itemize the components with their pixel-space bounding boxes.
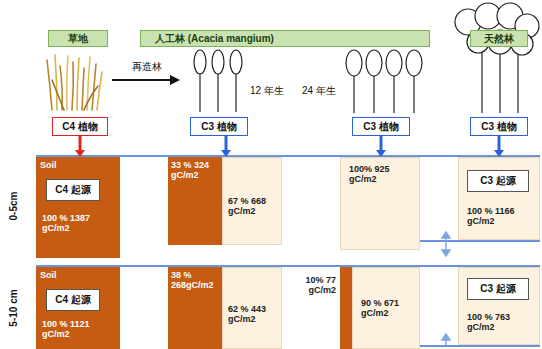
box-label: 人工林 (Acacia mangium) xyxy=(155,33,274,45)
flow-arrow xyxy=(221,136,231,157)
box-label: C3 起源 xyxy=(480,175,516,187)
c3-carbon-box: 100% 925 gC/m2 xyxy=(340,157,420,250)
process-label: 再造林 xyxy=(132,60,162,74)
flow-arrow xyxy=(376,136,386,157)
c4-carbon-strip: 10% 77 gC/m2 xyxy=(340,267,352,349)
plantation-band: 人工林 (Acacia mangium) xyxy=(140,30,430,47)
origin-box: C4 起源 xyxy=(46,179,100,201)
soil-carbon-box: Soil 100 % 1387 gC/m2 C4 起源 xyxy=(36,157,120,258)
plant-type-box: C4 植物 xyxy=(52,117,108,136)
arrow-shaft xyxy=(79,136,82,150)
reforestation-arrow xyxy=(112,75,180,85)
older-trees xyxy=(346,50,422,113)
origin-box: C4 起源 xyxy=(46,289,100,311)
c3-carbon-box: 100 % 763 gC/m2 C3 起源 xyxy=(458,267,540,345)
value-text: 62 % 443 gC/m2 xyxy=(228,304,280,325)
value-text: 100 % 1166 gC/m2 xyxy=(467,206,537,227)
depth-label: 5-10 cm xyxy=(7,268,21,348)
depth-arrow xyxy=(442,232,450,346)
grass-illustration xyxy=(47,55,102,110)
c3-carbon-box: 67 % 668 gC/m2 xyxy=(222,157,282,245)
arrow-head xyxy=(75,150,85,157)
arrow-shaft xyxy=(225,136,228,150)
value-text: 38 % 268gC/m2 xyxy=(171,270,221,291)
value-text: 100 % 1387 gC/m2 xyxy=(42,213,116,234)
c3-carbon-box: 90 % 671 gC/m2 xyxy=(352,267,420,349)
c3-carbon-box: 100 % 1166 gC/m2 C3 起源 xyxy=(458,157,540,240)
value-text: 33 % 324 gC/m2 xyxy=(171,160,221,181)
box-label: C4 起源 xyxy=(55,184,91,196)
origin-box: C3 起源 xyxy=(467,170,529,192)
depth-label: 0-5cm xyxy=(7,166,21,246)
age-label: 24 年生 xyxy=(302,84,336,98)
vegetation-tag: 天然林 xyxy=(470,30,528,47)
age-label: 12 年生 xyxy=(250,84,284,98)
box-label: C3 植物 xyxy=(481,121,517,133)
forest-canopy xyxy=(455,3,539,113)
arrow-shaft xyxy=(498,136,501,150)
value-text: Soil xyxy=(40,160,57,170)
vegetation-tag: 草地 xyxy=(48,30,108,47)
plant-type-box: C3 植物 xyxy=(352,117,410,136)
flow-arrow xyxy=(494,136,504,157)
box-label: C3 起源 xyxy=(480,283,516,295)
value-text: 67 % 668 gC/m2 xyxy=(228,196,280,217)
origin-box: C3 起源 xyxy=(467,278,529,300)
young-trees xyxy=(194,50,242,112)
arrow-shaft xyxy=(380,136,383,150)
value-text: 90 % 671 gC/m2 xyxy=(361,298,417,319)
soil-carbon-box: Soil 100 % 1121 gC/m2 C4 起源 xyxy=(36,267,120,349)
box-label: C4 起源 xyxy=(55,294,91,306)
c4-carbon-box: 38 % 268gC/m2 xyxy=(168,267,222,349)
box-label: C3 植物 xyxy=(363,121,399,133)
value-text: 100% 925 gC/m2 xyxy=(349,164,415,185)
arrow-head xyxy=(221,150,231,157)
value-text: 10% 77 gC/m2 xyxy=(288,275,336,296)
c3-carbon-box: 62 % 443 gC/m2 xyxy=(222,267,282,349)
flow-arrow xyxy=(75,136,85,157)
plant-type-box: C3 植物 xyxy=(470,117,528,136)
box-label: 草地 xyxy=(68,33,88,45)
value-text: Soil xyxy=(40,270,57,280)
arrow-head xyxy=(494,150,504,157)
arrow-head xyxy=(376,150,386,157)
box-label: C3 植物 xyxy=(201,121,237,133)
value-text: 100 % 1121 gC/m2 xyxy=(42,319,116,340)
box-label: C4 植物 xyxy=(62,121,98,133)
value-text: 100 % 763 gC/m2 xyxy=(467,312,537,333)
c4-carbon-box: 33 % 324 gC/m2 xyxy=(168,157,222,245)
plant-type-box: C3 植物 xyxy=(190,117,248,136)
box-label: 天然林 xyxy=(484,33,514,45)
